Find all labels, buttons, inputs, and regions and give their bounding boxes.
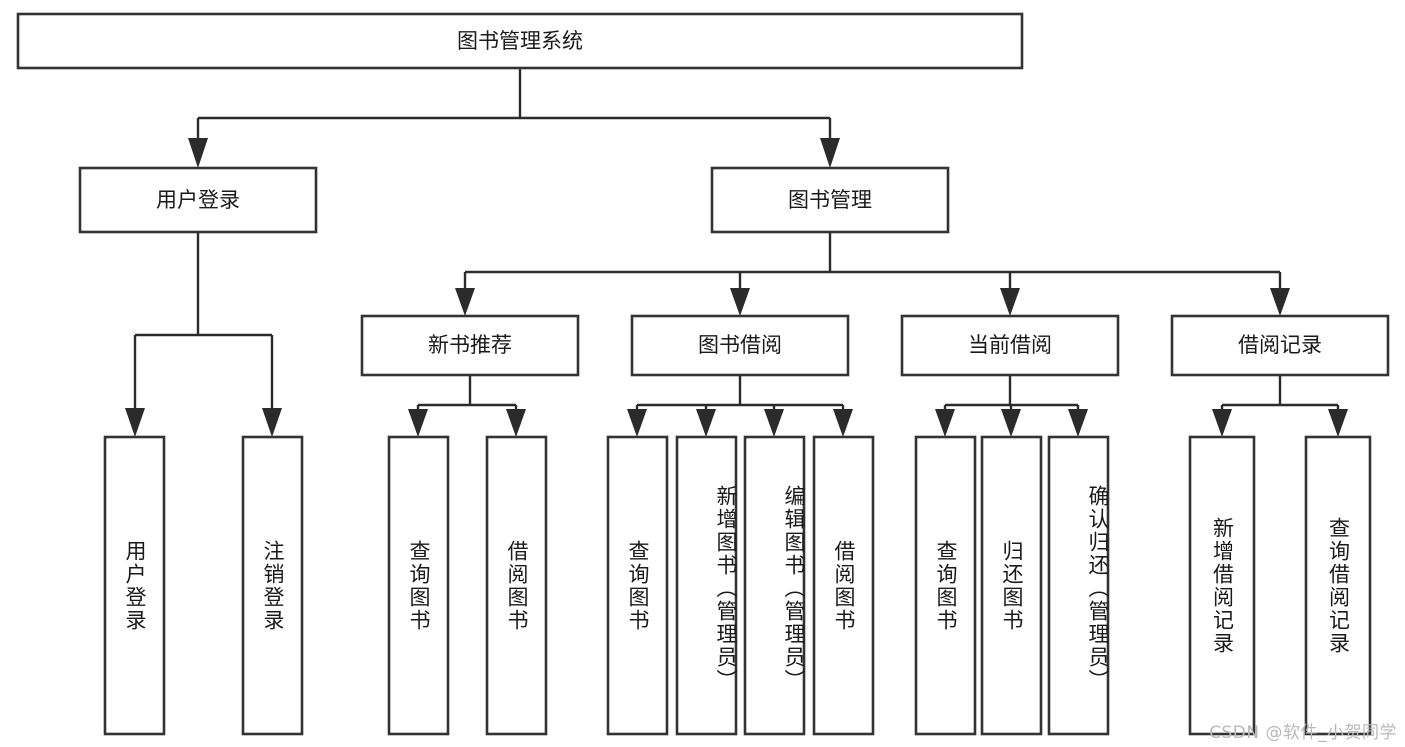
leaf-box-query-book-current[interactable] (914, 435, 977, 736)
arrow-head-icon (764, 409, 784, 437)
connector-bookmgmt-to-level3 (455, 232, 1290, 316)
leaf-box-add-book[interactable] (675, 435, 738, 736)
connector-bookborrow-to-leaves (627, 375, 853, 437)
leaf-box-borrow-book-rec[interactable] (485, 435, 548, 736)
leaf-box-confirm-return[interactable] (1047, 435, 1110, 736)
arrow-head-icon (188, 138, 208, 168)
arrow-head-icon (262, 408, 282, 437)
node-current-borrow-label: 当前借阅 (968, 333, 1052, 357)
arrow-head-icon (1270, 288, 1290, 316)
connector-borrowrecord-to-leaves (1212, 375, 1348, 437)
node-user-login[interactable]: 用户登录 (78, 166, 318, 234)
node-book-borrow-box[interactable] (630, 314, 850, 377)
leaf-box-add-borrow-record[interactable] (1188, 435, 1256, 736)
node-book-borrow-label: 图书借阅 (698, 333, 782, 357)
leaf-box-query-borrow-record[interactable] (1304, 435, 1372, 736)
arrow-head-icon (833, 409, 853, 437)
leaf-boxes-group (103, 435, 1372, 736)
arrow-head-icon (935, 409, 955, 437)
connector-currentborrow-to-leaves (935, 375, 1088, 437)
node-user-login-label: 用户登录 (156, 188, 240, 212)
node-current-borrow-box[interactable] (900, 314, 1120, 377)
arrow-head-icon (455, 288, 475, 316)
arrow-head-icon (1212, 409, 1232, 437)
leaf-box-query-book-rec[interactable] (387, 435, 450, 736)
arrow-head-icon (820, 138, 840, 168)
leaf-box-borrow-book[interactable] (812, 435, 875, 736)
node-root[interactable]: 图书管理系统 (16, 12, 1024, 70)
arrow-head-icon (1001, 409, 1021, 437)
arrow-head-icon (696, 409, 716, 437)
leaf-box-query-book-borrow[interactable] (606, 435, 669, 736)
arrow-head-icon (408, 409, 428, 437)
node-root-label: 图书管理系统 (457, 29, 583, 53)
node-new-book-recommend[interactable]: 新书推荐 (360, 314, 580, 377)
node-new-book-recommend-box[interactable] (360, 314, 580, 377)
leaf-box-return-book[interactable] (980, 435, 1043, 736)
arrow-head-icon (1000, 288, 1020, 316)
leaf-box-edit-book[interactable] (743, 435, 806, 736)
leaf-box-user-login[interactable] (103, 435, 166, 736)
node-book-management[interactable]: 图书管理 (710, 166, 950, 234)
node-borrow-record[interactable]: 借阅记录 (1170, 314, 1390, 377)
node-borrow-record-box[interactable] (1170, 314, 1390, 377)
arrow-head-icon (125, 408, 145, 437)
node-new-book-recommend-label: 新书推荐 (428, 333, 512, 357)
connector-newbook-to-leaves (408, 375, 526, 437)
leaf-box-logout[interactable] (241, 435, 304, 736)
node-book-management-label: 图书管理 (788, 188, 872, 212)
arrow-head-icon (506, 409, 526, 437)
node-borrow-record-label: 借阅记录 (1238, 333, 1322, 357)
arrow-head-icon (1068, 409, 1088, 437)
node-user-login-box[interactable] (78, 166, 318, 234)
connector-userlogin-to-leaves (125, 232, 282, 437)
node-book-management-box[interactable] (710, 166, 950, 234)
csdn-watermark: CSDN @软件_小贺同学 (1209, 723, 1397, 743)
arrow-head-icon (627, 409, 647, 437)
node-current-borrow[interactable]: 当前借阅 (900, 314, 1120, 377)
connector-root-to-level2 (188, 68, 840, 168)
node-book-borrow[interactable]: 图书借阅 (630, 314, 850, 377)
arrow-head-icon (1328, 409, 1348, 437)
arrow-head-icon (730, 288, 750, 316)
node-root-box[interactable] (16, 12, 1024, 70)
